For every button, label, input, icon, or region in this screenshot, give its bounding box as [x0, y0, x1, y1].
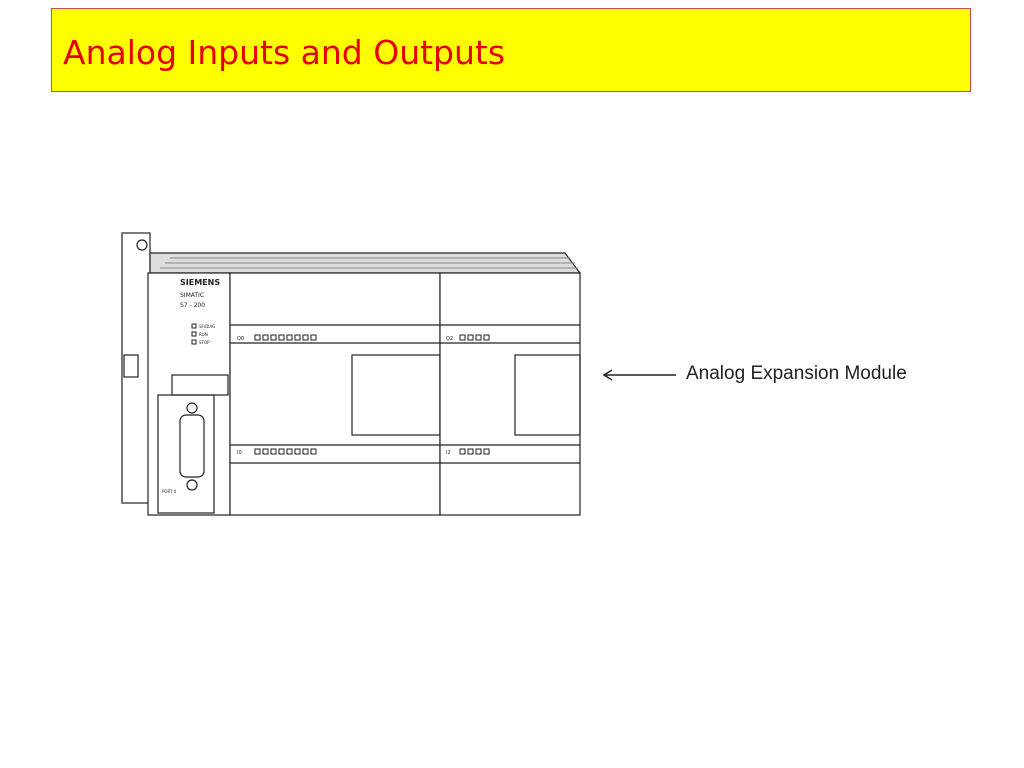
- db9-connector: [179, 414, 205, 478]
- expansion-window: [514, 354, 581, 436]
- output-group-label: Q0: [237, 336, 244, 342]
- model-label: S7 - 200: [180, 302, 205, 309]
- expansion-input-label: I2: [446, 450, 451, 456]
- input-group-label: I0: [237, 450, 242, 456]
- series-label: SIMATIC: [180, 292, 204, 299]
- bracket-clip: [123, 354, 139, 378]
- mounting-bracket: [121, 232, 151, 504]
- cpu-mode-switch: [171, 374, 229, 396]
- cpu-body: [229, 272, 441, 516]
- mounting-hole: [136, 239, 148, 251]
- led-label-run: RUN: [199, 332, 208, 337]
- plc-diagram: SIEMENS SIMATIC S7 - 200 SF/DIAG RUN STO…: [121, 232, 582, 516]
- cpu-faceplate: [147, 272, 231, 516]
- slide-title: Analog Inputs and Outputs: [63, 33, 506, 72]
- brand-label: SIEMENS: [180, 278, 220, 287]
- title-bar: Analog Inputs and Outputs: [51, 8, 971, 92]
- led-label-stop: STOP: [199, 340, 210, 345]
- expansion-module: [439, 272, 581, 516]
- port-label: PORT 0: [162, 489, 177, 494]
- expansion-output-label: Q2: [446, 336, 453, 342]
- callout-arrow: [602, 369, 676, 381]
- callout-label: Analog Expansion Module: [686, 363, 907, 384]
- led-label-sf: SF/DIAG: [199, 324, 215, 329]
